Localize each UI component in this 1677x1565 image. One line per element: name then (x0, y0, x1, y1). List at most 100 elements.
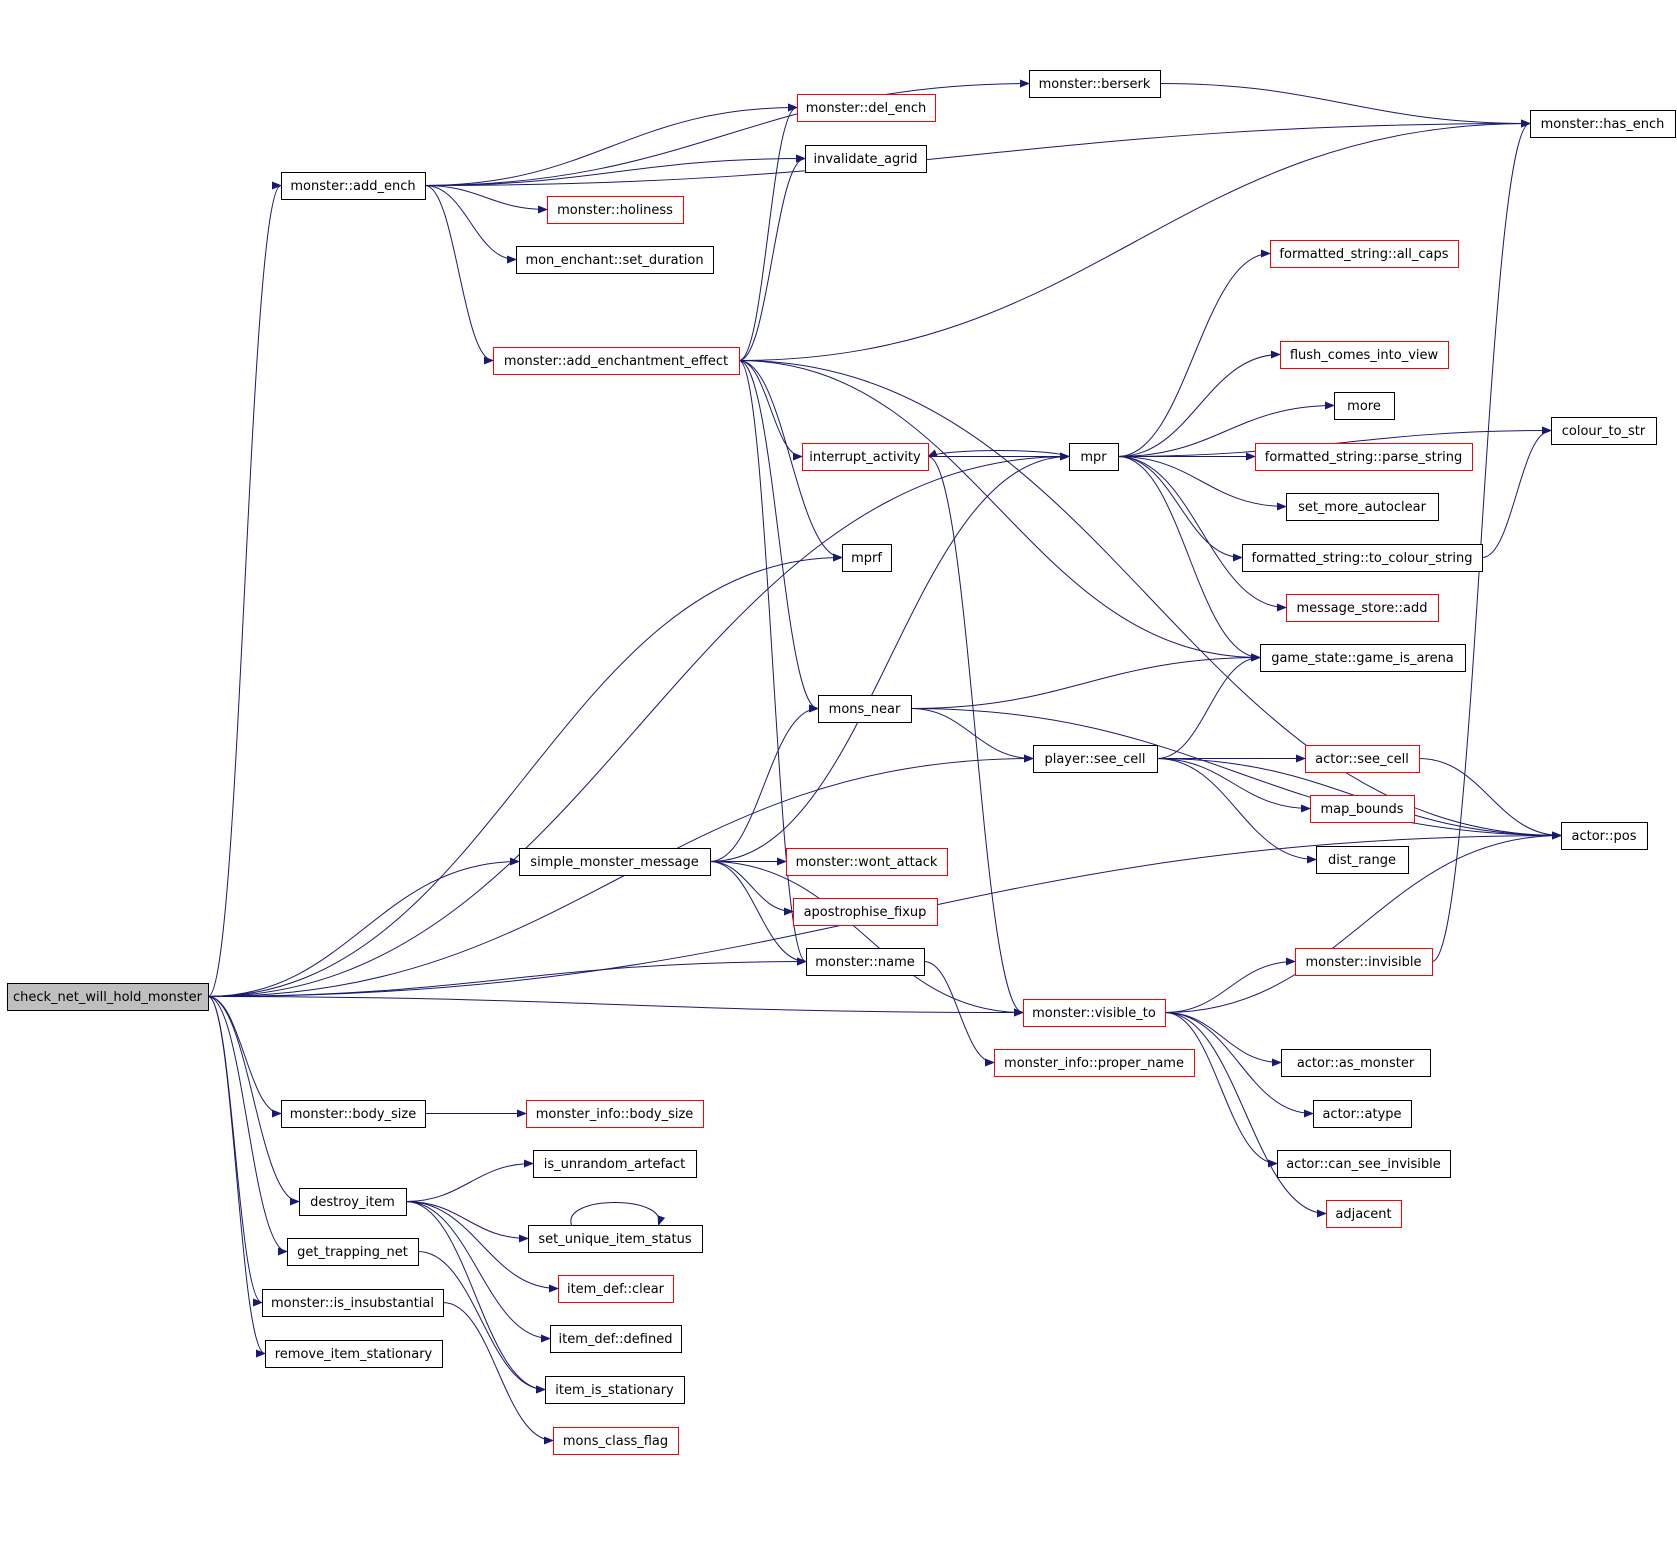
node-label: flush_comes_into_view (1290, 348, 1439, 363)
node-map_bounds[interactable]: map_bounds (1310, 795, 1415, 823)
node-box (994, 1049, 1195, 1077)
node-is_unrandom_artefact[interactable]: is_unrandom_artefact (533, 1150, 697, 1178)
node-proper_name[interactable]: monster_info::proper_name (994, 1049, 1195, 1077)
node-box (842, 544, 892, 572)
node-box (7, 983, 209, 1011)
node-mons_class_flag[interactable]: mons_class_flag (553, 1427, 679, 1455)
node-actor_see_cell[interactable]: actor::see_cell (1305, 745, 1420, 773)
node-mi_body_size[interactable]: monster_info::body_size (526, 1100, 704, 1128)
edge-add_ench_effect-to-invalidate_agrid (738, 154, 806, 361)
node-label: monster::visible_to (1032, 1006, 1156, 1021)
node-box (1242, 544, 1483, 572)
edge-mons_near-to-game_is_arena (910, 653, 1261, 709)
edge-mpr-to-interrupt_activity (927, 449, 1070, 457)
node-to_colour_string[interactable]: formatted_string::to_colour_string (1242, 544, 1483, 572)
edge-see_cell-to-game_is_arena (1156, 653, 1261, 759)
node-apostrophise_fixup[interactable]: apostrophise_fixup (793, 898, 938, 926)
node-box (265, 1340, 443, 1368)
node-destroy_item[interactable]: destroy_item (299, 1188, 407, 1216)
node-set_more_autoclear[interactable]: set_more_autoclear (1286, 493, 1439, 521)
edge-invisible-to-has_ench (1431, 119, 1531, 962)
node-monster_name[interactable]: monster::name (806, 948, 925, 976)
node-label: mprf (851, 551, 882, 566)
edge-root-to-mprf (207, 553, 843, 997)
node-box (1295, 948, 1433, 976)
edge-root-to-destroy_item (207, 996, 300, 1206)
node-box (797, 94, 936, 122)
edge-to_colour_string-to-colour_to_str (1481, 426, 1552, 558)
node-box (262, 1289, 444, 1317)
node-message_store_add[interactable]: message_store::add (1286, 594, 1439, 622)
node-berserk[interactable]: monster::berserk (1029, 70, 1161, 98)
node-mprf[interactable]: mprf (842, 544, 892, 572)
node-box (547, 196, 684, 224)
node-flush_view[interactable]: flush_comes_into_view (1280, 341, 1449, 369)
node-box (519, 848, 711, 876)
node-game_is_arena[interactable]: game_state::game_is_arena (1260, 644, 1466, 672)
edge-add_ench_effect-to-del_ench (738, 103, 798, 361)
node-can_see_invisible[interactable]: actor::can_see_invisible (1277, 1150, 1451, 1178)
node-label: check_net_will_hold_monster (13, 990, 203, 1005)
edge-layer (207, 79, 1562, 1445)
node-label: formatted_string::all_caps (1279, 247, 1448, 262)
node-box (545, 1376, 685, 1404)
node-dist_range[interactable]: dist_range (1316, 846, 1409, 874)
node-box (1551, 417, 1657, 445)
node-add_ench[interactable]: monster::add_ench (281, 172, 426, 200)
node-add_ench_effect[interactable]: monster::add_enchantment_effect (493, 347, 740, 375)
node-holiness[interactable]: monster::holiness (547, 196, 684, 224)
node-box (1023, 999, 1166, 1027)
node-box (287, 1238, 419, 1266)
edge-add_ench_effect-to-game_is_arena (738, 360, 1261, 662)
edge-root-to-mpr (207, 452, 1070, 997)
edge-destroy_item-to-is_unrandom_artefact (405, 1159, 534, 1202)
edge-add_ench_effect-to-mprf (738, 360, 843, 562)
node-item_def_clear[interactable]: item_def::clear (558, 1275, 674, 1303)
edge-root-to-see_cell (207, 754, 1034, 997)
edge-add_ench-to-berserk (424, 79, 1030, 186)
node-box (526, 1100, 704, 1128)
node-see_cell[interactable]: player::see_cell (1033, 745, 1158, 773)
node-label: dist_range (1328, 853, 1396, 868)
node-mpr[interactable]: mpr (1069, 443, 1119, 471)
node-get_trapping_net[interactable]: get_trapping_net (287, 1238, 419, 1266)
node-item_is_stationary[interactable]: item_is_stationary (545, 1376, 685, 1404)
node-label: destroy_item (310, 1195, 395, 1210)
node-box (1277, 1150, 1451, 1178)
node-box (1270, 240, 1459, 268)
node-visible_to[interactable]: monster::visible_to (1023, 999, 1166, 1027)
node-body_size[interactable]: monster::body_size (281, 1100, 426, 1128)
node-invalidate_agrid[interactable]: invalidate_agrid (805, 145, 927, 173)
node-colour_to_str[interactable]: colour_to_str (1551, 417, 1657, 445)
node-has_ench[interactable]: monster::has_ench (1530, 110, 1676, 138)
node-mons_near[interactable]: mons_near (818, 695, 912, 723)
node-box (281, 1100, 426, 1128)
edge-root-to-body_size (207, 996, 282, 1118)
node-simple_monster_message[interactable]: simple_monster_message (519, 848, 711, 876)
node-set_duration[interactable]: mon_enchant::set_duration (516, 246, 714, 274)
node-label: invalidate_agrid (814, 152, 918, 167)
node-box (516, 246, 714, 274)
node-invisible[interactable]: monster::invisible (1295, 948, 1433, 976)
node-wont_attack[interactable]: monster::wont_attack (786, 848, 948, 876)
node-item_def_defined[interactable]: item_def::defined (550, 1325, 682, 1353)
node-remove_item_stationary[interactable]: remove_item_stationary (265, 1340, 443, 1368)
node-del_ench[interactable]: monster::del_ench (797, 94, 936, 122)
node-set_unique_item_status[interactable]: set_unique_item_status (528, 1225, 703, 1253)
node-box (818, 695, 912, 723)
node-label: monster::name (815, 955, 914, 970)
node-parse_string[interactable]: formatted_string::parse_string (1255, 443, 1473, 471)
edge-add_ench-to-holiness (424, 185, 548, 214)
node-more[interactable]: more (1334, 392, 1395, 420)
edge-simple_monster_message-to-apostrophise_fixup (709, 861, 794, 916)
node-actor_pos[interactable]: actor::pos (1561, 822, 1648, 850)
node-atype[interactable]: actor::atype (1313, 1100, 1412, 1128)
node-is_insubstantial[interactable]: monster::is_insubstantial (262, 1289, 444, 1317)
node-all_caps[interactable]: formatted_string::all_caps (1270, 240, 1459, 268)
node-as_monster[interactable]: actor::as_monster (1281, 1049, 1431, 1077)
edge-see_cell-to-dist_range (1156, 758, 1317, 864)
node-interrupt_activity[interactable]: interrupt_activity (802, 443, 929, 471)
node-label: monster::berserk (1039, 77, 1151, 92)
node-adjacent[interactable]: adjacent (1326, 1200, 1402, 1228)
node-root[interactable]: check_net_will_hold_monster (7, 983, 209, 1011)
